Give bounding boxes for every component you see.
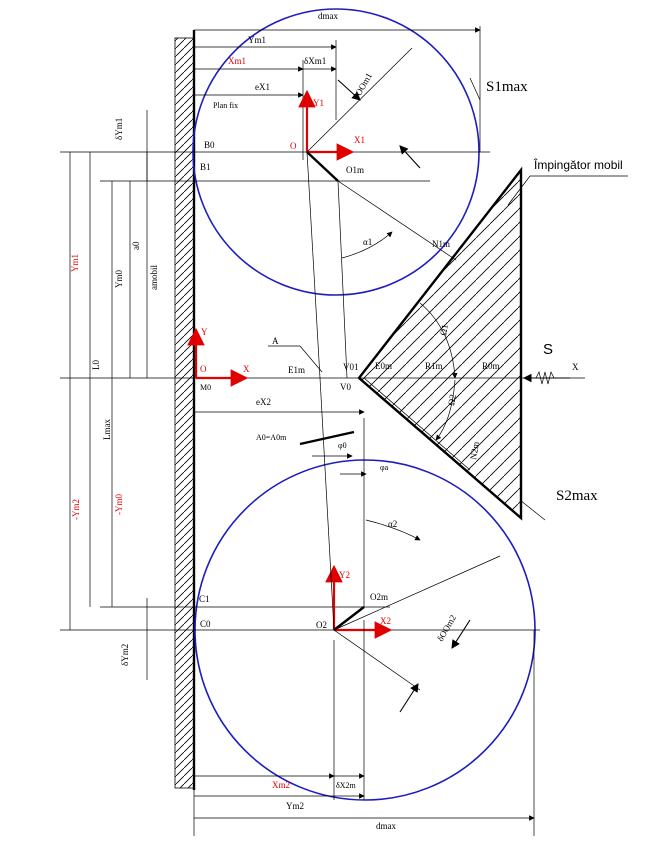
label-v0: V0 xyxy=(340,382,351,392)
label-ex1: eX1 xyxy=(255,82,270,92)
label-v01: V01 xyxy=(343,362,359,372)
label-b1: B1 xyxy=(200,162,211,172)
label-ym1-top: Ym1 xyxy=(248,35,266,45)
label-r1m: R1m xyxy=(425,361,443,371)
label-ym1-left: Ym1 xyxy=(70,254,80,272)
label-alpha2: α2 xyxy=(388,519,397,529)
leader-a-diag xyxy=(299,345,323,373)
label-dmax-top: dmax xyxy=(318,11,338,21)
label-o-upper: O xyxy=(290,141,297,151)
label-s2max: S2max xyxy=(556,488,598,504)
arc-omega2 xyxy=(435,379,456,441)
label-c1: C1 xyxy=(199,594,210,604)
line-o1m-v01 xyxy=(337,180,348,379)
arc-alpha1 xyxy=(341,231,393,259)
label-ym0-top: Ym0 xyxy=(114,270,124,289)
label-y1: Y1 xyxy=(313,98,324,108)
label-phi-a: φa xyxy=(380,463,389,472)
label-o2m: O2m xyxy=(370,592,388,602)
label-s1max: S1max xyxy=(486,79,528,95)
label-dx2-bottom: δX2m xyxy=(336,781,357,790)
force-spring xyxy=(535,370,555,385)
label-o2: O2 xyxy=(316,620,327,630)
label-doo-bottom: δOOm2 xyxy=(435,613,458,643)
arrow-doo-top-a xyxy=(337,79,361,101)
label-ym2-bottom: Ym2 xyxy=(286,801,304,811)
label-xm1-top: Xm1 xyxy=(228,56,246,66)
label-c0: C0 xyxy=(200,619,211,629)
label-dym2: δYm2 xyxy=(120,644,130,666)
label-o1m: O1m xyxy=(346,165,364,175)
arc-omega1 xyxy=(419,302,458,379)
label-impingator: Împingător mobil xyxy=(533,157,623,172)
label-a: A xyxy=(272,336,279,346)
label-ex2: eX2 xyxy=(256,397,271,407)
line-o-a xyxy=(306,151,321,379)
label-s-force: S xyxy=(543,341,553,358)
label-n2m: N2m xyxy=(468,441,481,460)
label-ym0-neg: -Ym0 xyxy=(114,494,124,515)
label-amobil: amobil xyxy=(149,265,159,290)
label-omega1: Ω1 xyxy=(438,324,450,337)
label-n1m: N1m xyxy=(432,239,450,249)
label-y-origin: Y xyxy=(201,327,208,337)
label-a0: a0 xyxy=(131,241,141,250)
label-x2: X2 xyxy=(380,616,391,626)
leader-s1max xyxy=(469,77,481,101)
label-ym2-left: -Ym2 xyxy=(71,499,81,520)
fixed-wall xyxy=(174,37,195,789)
label-x1: X1 xyxy=(354,135,365,145)
label-dym1: δYm1 xyxy=(114,118,124,140)
label-l0: L0 xyxy=(91,360,101,370)
line-o2-lower xyxy=(333,629,421,691)
line-o2-a xyxy=(319,377,335,631)
label-y2: Y2 xyxy=(339,570,350,580)
phi0-leader xyxy=(299,430,355,446)
label-dx-top: δXm1 xyxy=(304,56,326,66)
link-o2-o2m xyxy=(333,606,365,631)
label-b0: B0 xyxy=(204,140,215,150)
label-e1m: E1m xyxy=(288,365,305,375)
arrow-doo-bottom-a xyxy=(451,619,471,649)
arrow-doo-bottom-b xyxy=(399,683,419,713)
label-x-origin: X xyxy=(243,364,250,374)
label-x-right: X xyxy=(572,362,579,372)
leader-impingator xyxy=(507,175,531,206)
label-phi0: φ0 xyxy=(338,441,347,450)
label-e0m: E0m xyxy=(375,361,392,371)
leader-s2max xyxy=(519,499,546,521)
label-dmax-bottom: dmax xyxy=(376,821,396,831)
arrow-doo-top-b xyxy=(399,145,421,169)
label-a0-eq: A0=A0m xyxy=(256,433,287,442)
label-omega2: Ω2 xyxy=(446,394,458,407)
label-m0: M0 xyxy=(200,383,211,392)
link-o-o1m xyxy=(306,151,339,182)
mobile-pusher xyxy=(357,166,523,521)
label-o-origin: O xyxy=(200,364,207,374)
arc-alpha2 xyxy=(365,519,421,541)
line-o1m-n1m xyxy=(337,180,457,261)
line-v0-n2m xyxy=(363,377,471,471)
label-r0m: R0m xyxy=(482,361,500,371)
label-plan-fix: Plan fix xyxy=(213,101,238,110)
line-doo-bottom xyxy=(333,555,501,631)
label-alpha1: α1 xyxy=(363,237,372,247)
label-lmax: Lmax xyxy=(102,419,112,440)
label-xm2-bottom: Xm2 xyxy=(272,780,290,790)
